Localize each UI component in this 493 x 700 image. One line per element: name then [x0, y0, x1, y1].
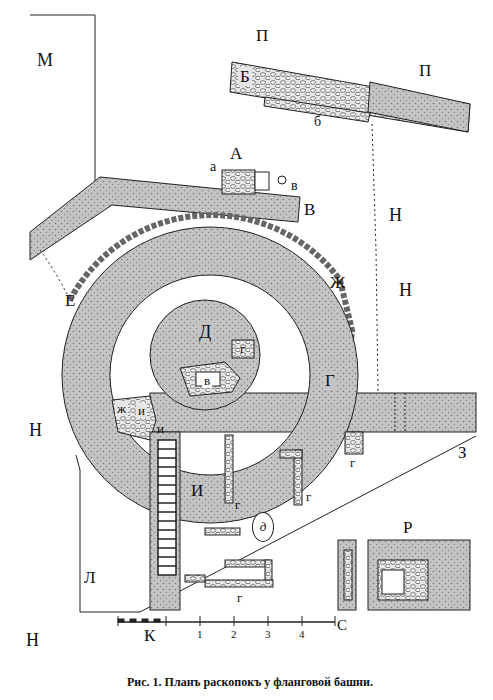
- stair-cell: [158, 512, 176, 521]
- plan-letter: Г: [323, 371, 337, 390]
- stair-cell: [158, 458, 176, 467]
- scale-number: 3: [263, 628, 273, 641]
- plan-letter: З: [456, 443, 469, 462]
- stair-cell: [158, 539, 176, 548]
- plan-letter: в: [289, 178, 300, 194]
- stair-cell: [158, 530, 176, 539]
- stair-cell: [158, 521, 176, 530]
- plan-letter: в: [202, 373, 212, 388]
- stair-cell: [158, 548, 176, 557]
- scale-number: 1: [195, 628, 205, 641]
- scale-number: 2: [229, 628, 239, 641]
- stair-cell: [158, 440, 176, 449]
- plan-letter: Н: [387, 205, 404, 225]
- plan-letter: И: [189, 481, 205, 500]
- stair-cell: [158, 485, 176, 494]
- stair-cell: [158, 566, 176, 575]
- plan-letter: ж: [115, 401, 128, 416]
- plan-letter: г: [304, 489, 313, 504]
- plan-letter: Н: [397, 280, 414, 300]
- find-oval: д: [252, 512, 274, 542]
- plan-letter: А: [228, 144, 244, 163]
- plan-letter: г: [235, 590, 244, 605]
- figure-caption: Рис. 1. Планъ раскопокъ у фланговой башн…: [125, 675, 375, 689]
- stair-cell: [158, 449, 176, 458]
- plan-letter: Д: [197, 322, 213, 342]
- plan-letter: Р: [401, 518, 414, 537]
- scale-number: С: [335, 617, 349, 634]
- find-letter: д: [260, 519, 267, 535]
- plan-letter: и: [155, 421, 166, 436]
- plan-letter: М: [35, 50, 55, 70]
- plan-letter: П: [254, 26, 270, 45]
- plan-letter: В: [302, 200, 317, 219]
- stair-cell: [158, 503, 176, 512]
- plan-letter: Б: [238, 67, 252, 86]
- stair-cell: [158, 476, 176, 485]
- plan-letter: П: [417, 61, 433, 80]
- plan-letter: Е: [63, 291, 77, 310]
- scale-number: 4: [297, 628, 307, 641]
- plan-letter: г: [348, 455, 357, 470]
- plan-letter: К: [142, 626, 157, 645]
- plan-letter: г: [233, 497, 242, 512]
- plan-letter: Ж: [328, 273, 347, 292]
- plan-letter: а: [208, 159, 218, 175]
- plan-letter: и: [136, 403, 147, 418]
- plan-letter: б: [312, 114, 323, 130]
- plan-letter: Л: [82, 568, 98, 587]
- stair-cell: [158, 494, 176, 503]
- stair-cell: [158, 467, 176, 476]
- plan-letter: Н: [27, 420, 44, 440]
- plan-letter: Н: [24, 630, 41, 650]
- plan-letter: г: [238, 341, 247, 356]
- stair-cell: [158, 557, 176, 566]
